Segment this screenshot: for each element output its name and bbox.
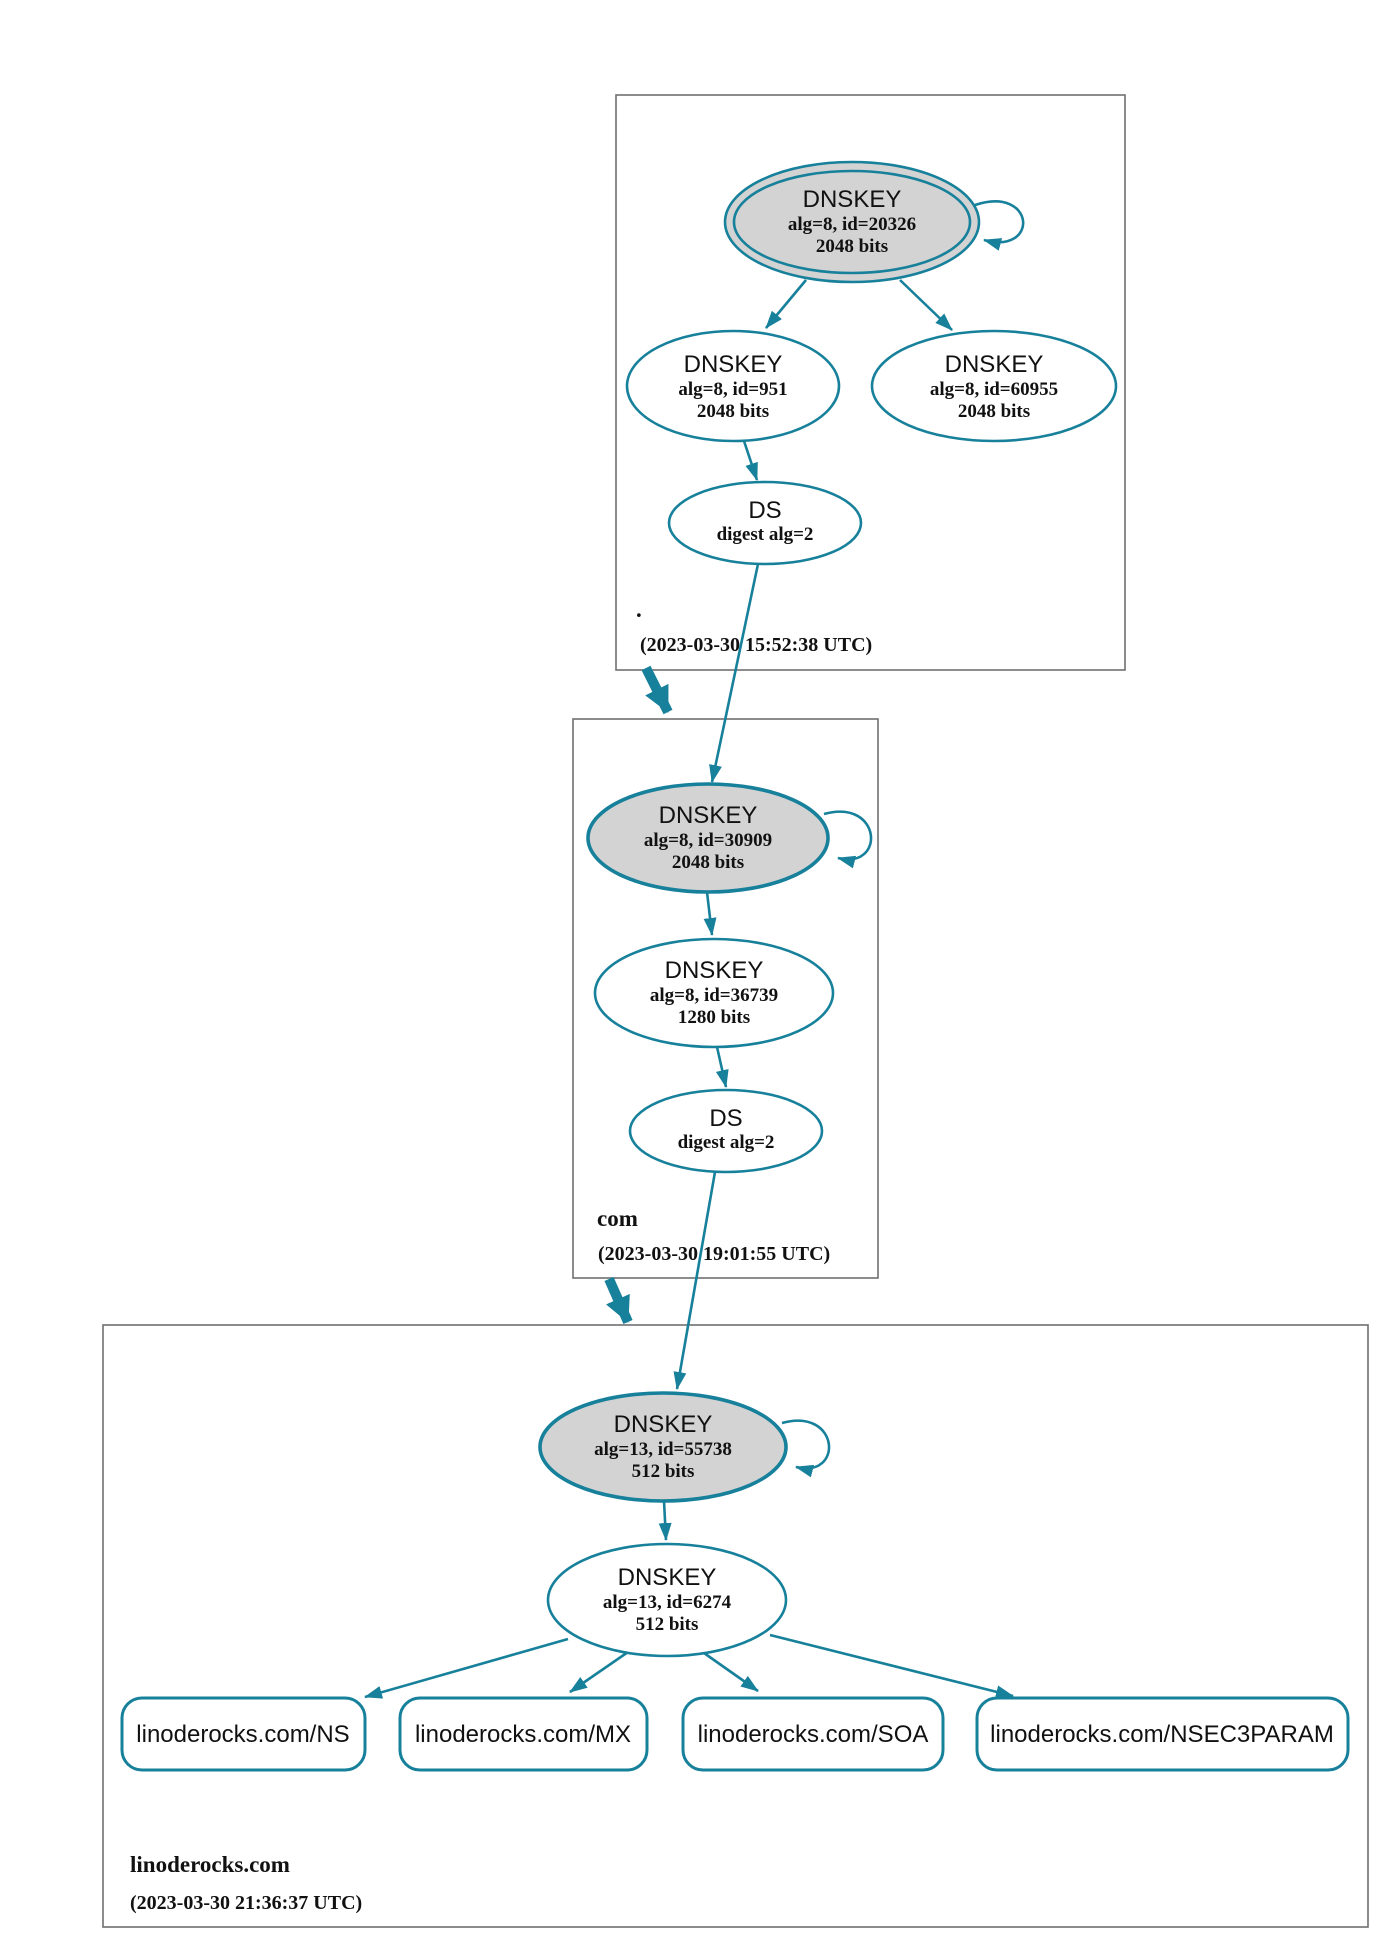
edge-com-ds-to-linoderocks-dnskey-55738 (673, 1171, 717, 1390)
dnskey-30909-size: 2048 bits (672, 852, 744, 873)
rrset-nsec3param-box (975, 1696, 1350, 1772)
node-dnskey-951: DNSKEY alg=8, id=951 2048 bits (625, 329, 841, 443)
com-ds-detail: digest alg=2 (678, 1132, 775, 1153)
zone-name-linoderocks: linoderocks.com (130, 1852, 290, 1877)
node-dnskey-6274: DNSKEY alg=13, id=6274 512 bits (546, 1542, 788, 1658)
edge-dnskey-6274-to-rrset-soa (703, 1651, 759, 1693)
dnskey-60955-size: 2048 bits (958, 401, 1030, 422)
rrset-mx: linoderocks.com/MX (398, 1696, 649, 1772)
rrset-ns-label: linoderocks.com/NS (136, 1721, 349, 1748)
edge-dnskey-6274-to-rrset-nsec3param (769, 1633, 1014, 1699)
dnskey-30909-ellipse (586, 782, 830, 894)
dnskey-951-title: DNSKEY (684, 351, 783, 378)
dnskey-30909-detail: alg=8, id=30909 (644, 830, 772, 851)
dnskey-60955-ellipse (870, 329, 1118, 443)
node-dnskey-36739: DNSKEY alg=8, id=36739 1280 bits (593, 937, 835, 1049)
rrset-ns: linoderocks.com/NS (120, 1696, 367, 1772)
dnskey-55738-title: DNSKEY (614, 1411, 713, 1438)
dnskey-55738-detail: alg=13, id=55738 (594, 1439, 732, 1460)
dnskey-6274-size: 512 bits (636, 1614, 699, 1635)
edge-root-ds-to-com-dnskey-30909 (709, 563, 760, 783)
node-dnskey-30909: DNSKEY alg=8, id=30909 2048 bits (586, 782, 830, 894)
edge-dnskey-20326-to-dnskey-60955 (899, 279, 953, 331)
edge-dnskey-951-to-ds (742, 440, 759, 481)
zone-name-com: com (597, 1206, 638, 1231)
dnskey-20326-outer-ring (723, 160, 981, 284)
dnskey-60955-title: DNSKEY (945, 351, 1044, 378)
rrset-soa-label: linoderocks.com/SOA (698, 1721, 929, 1748)
edge-dnskey-6274-to-rrset-ns (364, 1637, 569, 1699)
dnskey-951-ellipse (625, 329, 841, 443)
dnskey-36739-detail: alg=8, id=36739 (650, 985, 778, 1006)
dnskey-36739-title: DNSKEY (665, 957, 764, 984)
rrset-mx-box (398, 1696, 649, 1772)
root-ds-title: DS (748, 497, 781, 524)
dnskey-20326-size: 2048 bits (816, 236, 888, 257)
node-dnskey-20326: DNSKEY alg=8, id=20326 2048 bits (723, 160, 981, 284)
edge-dnskey-55738-to-dnskey-6274 (658, 1500, 672, 1541)
rrset-soa-box (681, 1696, 945, 1772)
rrset-mx-label: linoderocks.com/MX (415, 1721, 631, 1748)
edge-selfloop-dnskey-30909 (823, 810, 873, 869)
root-ds-detail: digest alg=2 (717, 524, 814, 545)
rrset-nsec3param-label: linoderocks.com/NSEC3PARAM (990, 1721, 1334, 1748)
edge-dnskey-6274-to-rrset-mx (569, 1650, 629, 1694)
dnskey-20326-inner-ring (732, 169, 972, 275)
dnskey-36739-size: 1280 bits (678, 1007, 750, 1028)
node-root-ds: DS digest alg=2 (667, 480, 863, 566)
node-dnskey-60955: DNSKEY alg=8, id=60955 2048 bits (870, 329, 1118, 443)
zone-timestamp-com: (2023-03-30 19:01:55 UTC) (598, 1243, 830, 1265)
rrset-nsec3param: linoderocks.com/NSEC3PARAM (975, 1696, 1350, 1772)
dnskey-6274-title: DNSKEY (618, 1564, 717, 1591)
edge-selfloop-dnskey-55738 (781, 1419, 831, 1478)
com-ds-title: DS (709, 1105, 742, 1132)
dnskey-6274-detail: alg=13, id=6274 (603, 1592, 732, 1613)
root-ds-ellipse (667, 480, 863, 566)
node-com-ds: DS digest alg=2 (628, 1088, 824, 1174)
dnskey-20326-detail: alg=8, id=20326 (788, 214, 916, 235)
zone-timestamp-root: (2023-03-30 15:52:38 UTC) (640, 634, 872, 656)
dnskey-951-size: 2048 bits (697, 401, 769, 422)
edge-dnskey-20326-to-dnskey-951 (765, 279, 807, 329)
zone-delegation-arrow-com-to-linoderocks (604, 1276, 633, 1325)
zone-delegation-arrow-root-to-com (641, 665, 673, 715)
dnskey-55738-size: 512 bits (632, 1461, 695, 1482)
edge-dnskey-36739-to-ds (715, 1046, 729, 1088)
dnskey-30909-title: DNSKEY (659, 802, 758, 829)
zone-name-root: . (636, 597, 642, 622)
dnskey-20326-title: DNSKEY (803, 186, 902, 213)
edge-dnskey-30909-to-dnskey-36739 (703, 891, 717, 936)
dnskey-36739-ellipse (593, 937, 835, 1049)
com-ds-ellipse (628, 1088, 824, 1174)
dnskey-55738-ellipse (538, 1391, 788, 1503)
zone-timestamp-linoderocks: (2023-03-30 21:36:37 UTC) (130, 1892, 362, 1914)
rrset-soa: linoderocks.com/SOA (681, 1696, 945, 1772)
dnskey-60955-detail: alg=8, id=60955 (930, 379, 1058, 400)
edge-selfloop-dnskey-20326 (974, 200, 1025, 251)
rrset-ns-box (120, 1696, 367, 1772)
dnskey-951-detail: alg=8, id=951 (678, 379, 787, 400)
dnskey-6274-ellipse (546, 1542, 788, 1658)
node-dnskey-55738: DNSKEY alg=13, id=55738 512 bits (538, 1391, 788, 1503)
